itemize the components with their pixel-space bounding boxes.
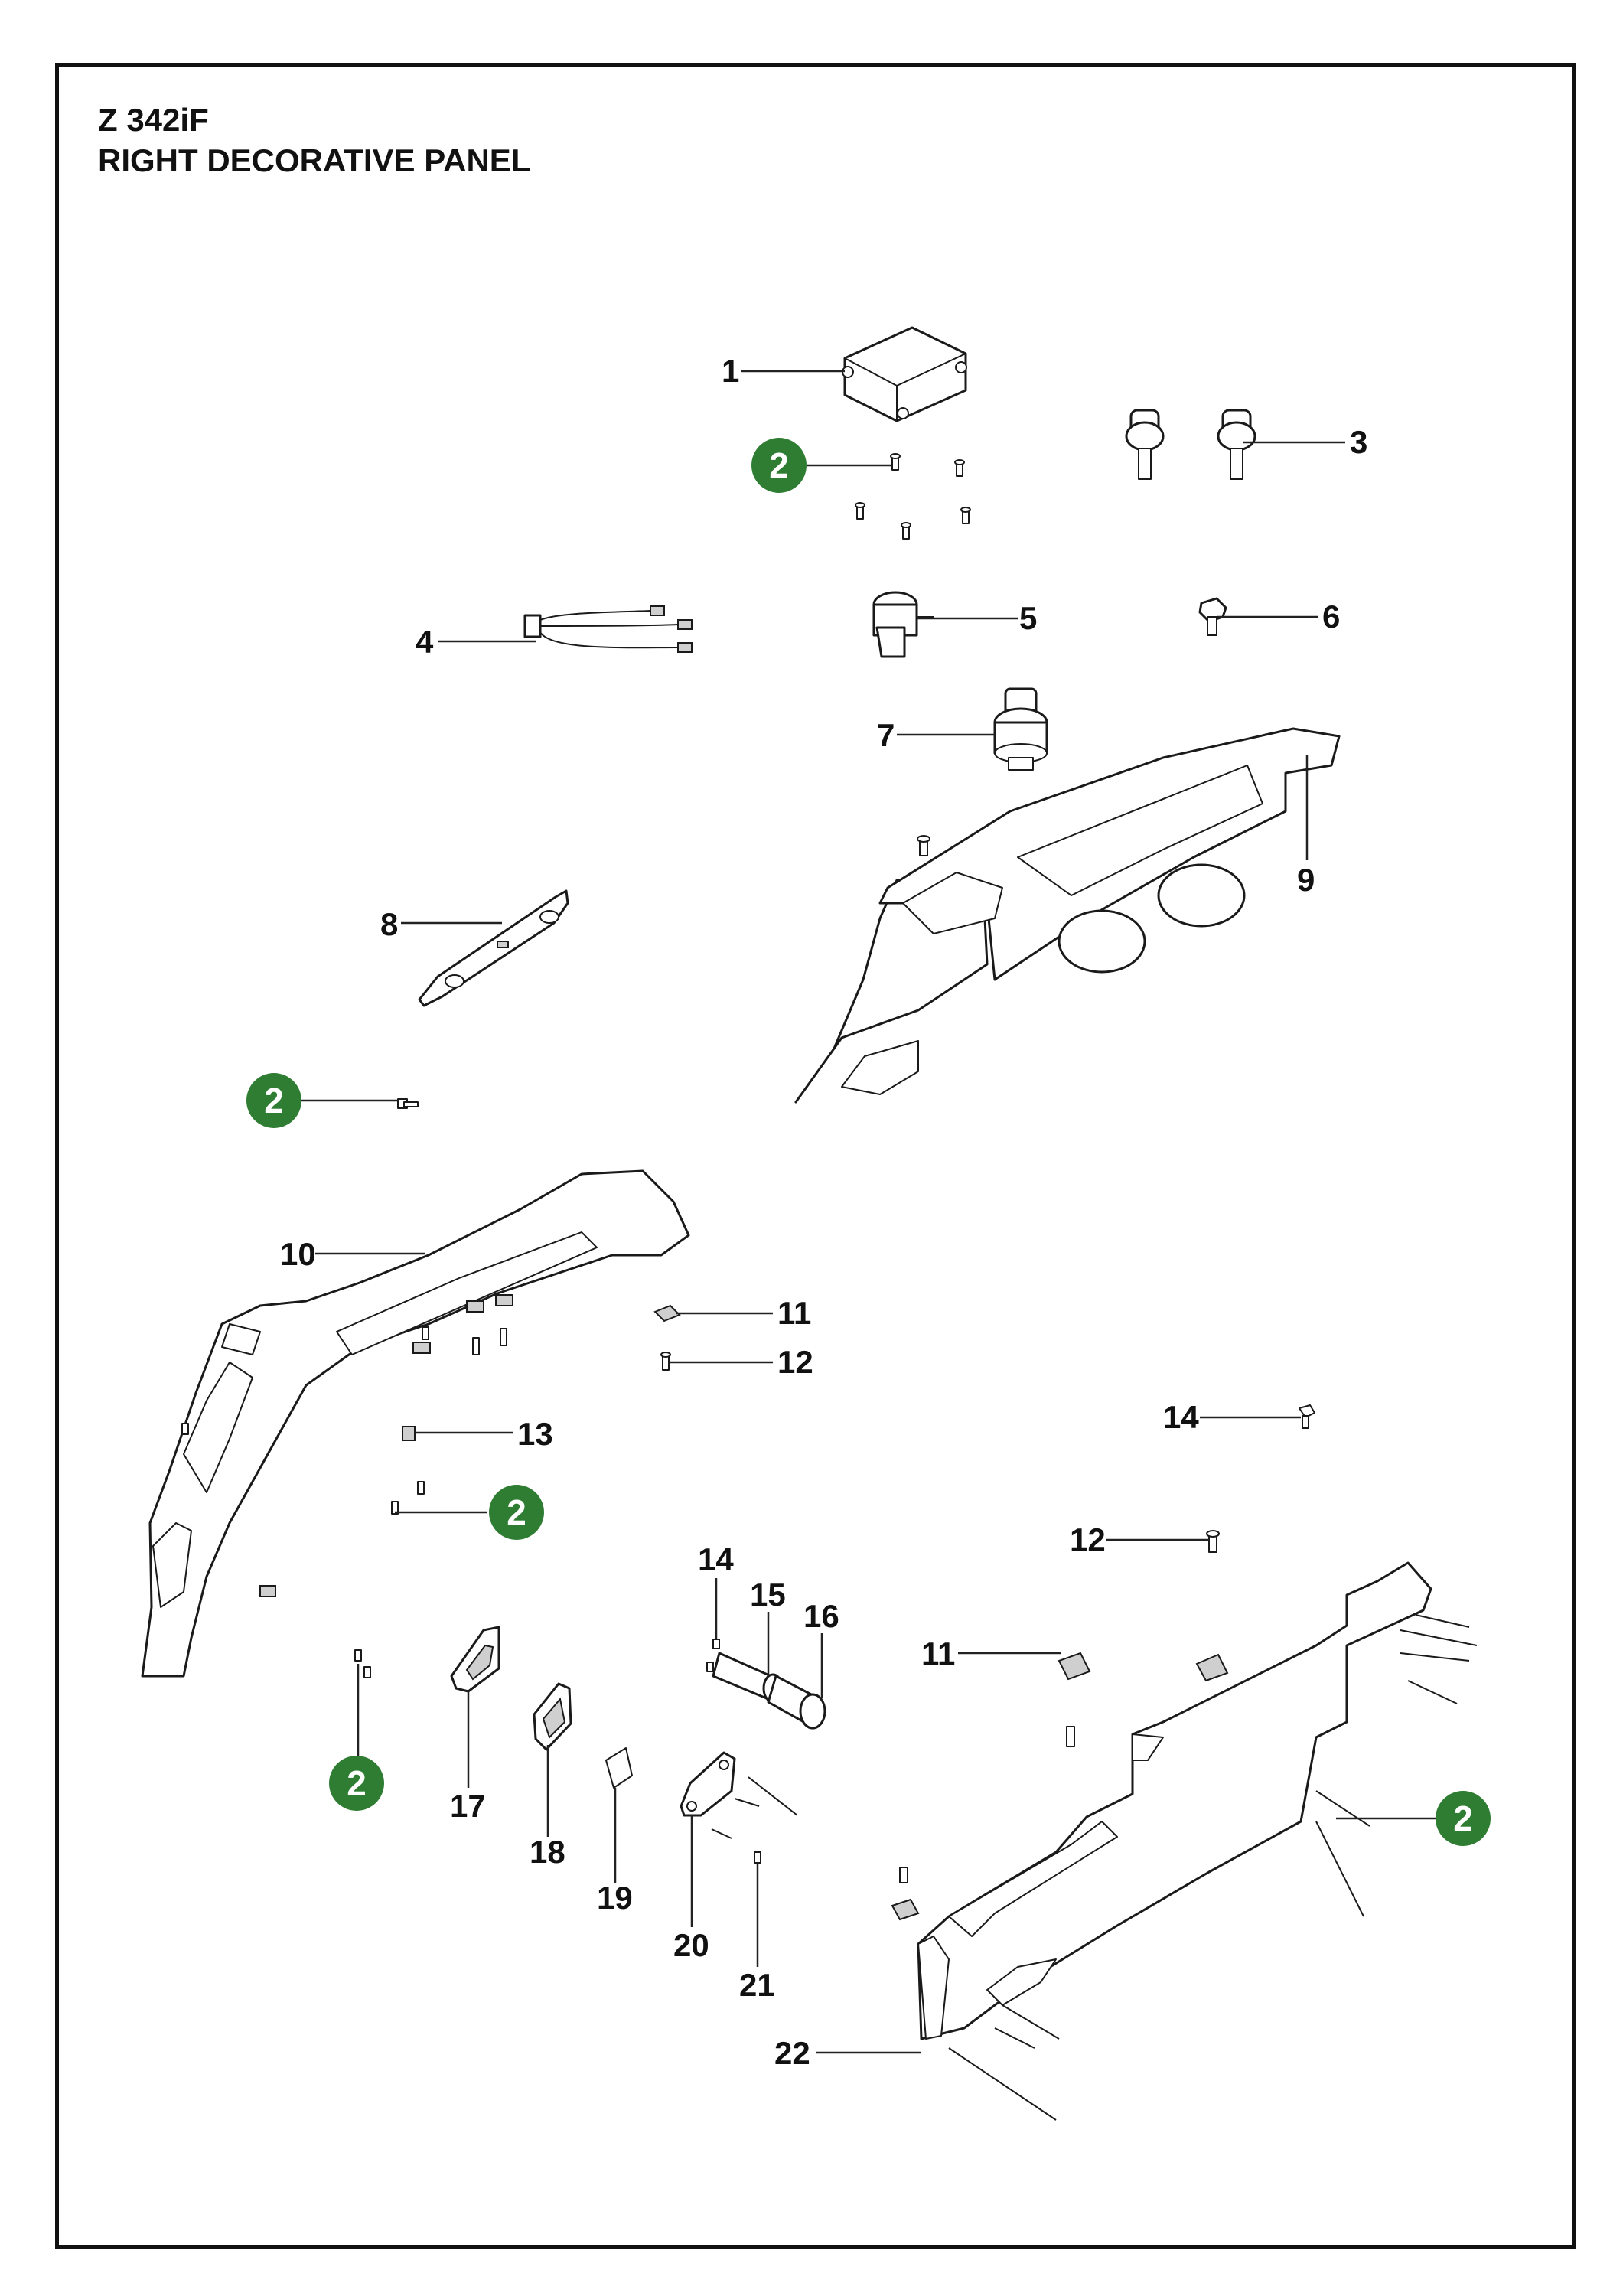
part-13-clip: [402, 1426, 416, 1441]
svg-text:2: 2: [1453, 1799, 1473, 1838]
callout-badges: 2 2 2 2 2: [246, 438, 1491, 1846]
part-5-switch: [872, 591, 934, 658]
part-9-screw: [917, 835, 930, 856]
leader-lines: [301, 370, 1437, 2054]
part-2-screws-mid-left: [391, 1481, 425, 1515]
callout-17: 17: [450, 1788, 486, 1824]
badge-2-mid-left: 2: [489, 1485, 544, 1540]
part-2-screws-lower-left: [354, 1649, 371, 1678]
part-9-upper-panel: [794, 727, 1341, 1104]
part-2-screws-top: [855, 453, 971, 540]
part-17-bracket: [450, 1626, 500, 1693]
callout-11-lower: 11: [921, 1636, 955, 1671]
callout-8: 8: [380, 906, 398, 942]
svg-text:2: 2: [264, 1081, 284, 1120]
part-12-screw-right: [1206, 1530, 1220, 1553]
callout-15: 15: [750, 1577, 786, 1613]
callout-11-upper: 11: [777, 1295, 811, 1331]
callout-6: 6: [1322, 598, 1340, 634]
callout-14-left: 14: [698, 1541, 734, 1577]
svg-text:2: 2: [769, 445, 789, 485]
callout-4: 4: [416, 624, 434, 660]
svg-text:2: 2: [347, 1763, 367, 1803]
part-11-clip-upper: [653, 1304, 681, 1322]
callout-12-right: 12: [1070, 1521, 1106, 1557]
part-4-wire-harness: [523, 605, 693, 653]
part-3-keys: [1125, 409, 1256, 480]
diagram-frame: [55, 63, 1576, 2249]
part-10-clips: [181, 1294, 513, 1597]
callout-3: 3: [1350, 424, 1367, 460]
callout-9: 9: [1297, 862, 1315, 898]
callout-14-right: 14: [1163, 1399, 1199, 1435]
part-2-screw-left: [397, 1098, 419, 1109]
callout-16: 16: [803, 1598, 839, 1634]
badge-2-right: 2: [1436, 1791, 1491, 1846]
part-18-plate: [533, 1682, 572, 1751]
callout-19: 19: [597, 1880, 633, 1916]
model-title: Z 342iF: [98, 102, 209, 138]
part-22-screws: [948, 1614, 1478, 2121]
svg-text:2: 2: [507, 1492, 526, 1532]
callout-21: 21: [739, 1967, 775, 2003]
part-16-tube: [767, 1675, 826, 1730]
part-11-clips-lower: [891, 1652, 1229, 1921]
part-20-bracket: [680, 1751, 736, 1817]
part-14-bolt-right: [1299, 1404, 1315, 1429]
callout-7: 7: [877, 717, 895, 753]
part-10-left-panel: [141, 1169, 690, 1678]
callout-10: 10: [280, 1236, 316, 1272]
diagram-title: RIGHT DECORATIVE PANEL: [98, 142, 531, 178]
badge-2-top: 2: [751, 438, 807, 493]
part-8-trim-strip: [418, 889, 569, 1007]
callout-13: 13: [517, 1416, 553, 1452]
part-22-lower-panel: [917, 1561, 1432, 2040]
callout-5: 5: [1019, 600, 1037, 636]
part-7-ignition-switch: [993, 687, 1048, 771]
part-19-tag: [605, 1747, 633, 1789]
callout-1: 1: [722, 353, 739, 389]
callout-20: 20: [673, 1927, 709, 1963]
callout-22: 22: [774, 2035, 810, 2071]
badge-2-lower-left: 2: [329, 1756, 384, 1811]
callout-labels: 1 3 4 5 6 7 8 9 10 11 12 13 14 12 14 15 …: [280, 353, 1367, 2071]
callout-12-upper: 12: [777, 1344, 813, 1380]
part-12-screw-upper: [660, 1352, 671, 1371]
part-1-control-module: [842, 326, 967, 422]
callout-18: 18: [530, 1834, 565, 1870]
badge-2-left: 2: [246, 1073, 301, 1128]
